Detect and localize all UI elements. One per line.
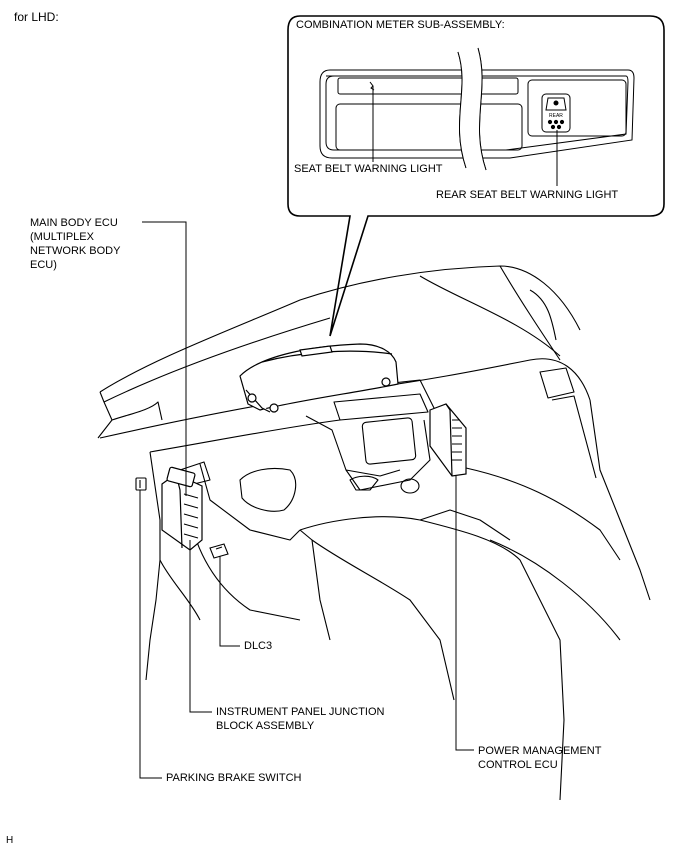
rear-indicator-text: REAR [549,113,563,119]
main-body-ecu-line-1: MAIN BODY ECU [30,217,118,229]
meter-face-drawing [319,47,635,171]
power-management-line-1: POWER MANAGEMENT [478,745,602,757]
power-management-control-ecu-label: POWER MANAGEMENT CONTROL ECU [478,744,601,772]
callout-leaders [372,86,558,186]
leader-lines [139,221,474,779]
main-body-ecu-line-3: NETWORK BODY [30,245,121,257]
power-management-ecu-part [429,403,467,477]
instrument-panel-jb-line-2: BLOCK ASSEMBLY [216,720,315,732]
dlc3-part [209,543,229,559]
seat-belt-warning-light-label: SEAT BELT WARNING LIGHT [294,163,443,175]
footer-code: H [6,835,14,846]
dlc3-label: DLC3 [244,640,273,652]
variant-label: for LHD: [14,10,59,24]
combination-meter-on-dash [239,343,399,413]
main-body-ecu-line-4: ECU) [30,259,57,271]
parking-brake-switch-label: PARKING BRAKE SWITCH [166,772,302,784]
main-body-ecu-line-2: (MULTIPLEX [30,231,94,243]
instrument-panel-jb-line-1: INSTRUMENT PANEL JUNCTION [216,706,385,718]
junction-block-part [161,466,203,551]
power-management-line-2: CONTROL ECU [478,759,558,771]
main-body-ecu-label: MAIN BODY ECU (MULTIPLEX NETWORK BODY EC… [30,216,120,272]
parking-brake-switch-part [135,477,147,491]
dashboard-drawing [97,265,651,801]
instrument-panel-junction-block-label: INSTRUMENT PANEL JUNCTION BLOCK ASSEMBLY [216,705,384,733]
rear-seat-belt-warning-light-label: REAR SEAT BELT WARNING LIGHT [436,189,619,201]
callout-title: COMBINATION METER SUB-ASSEMBLY: [296,19,505,31]
